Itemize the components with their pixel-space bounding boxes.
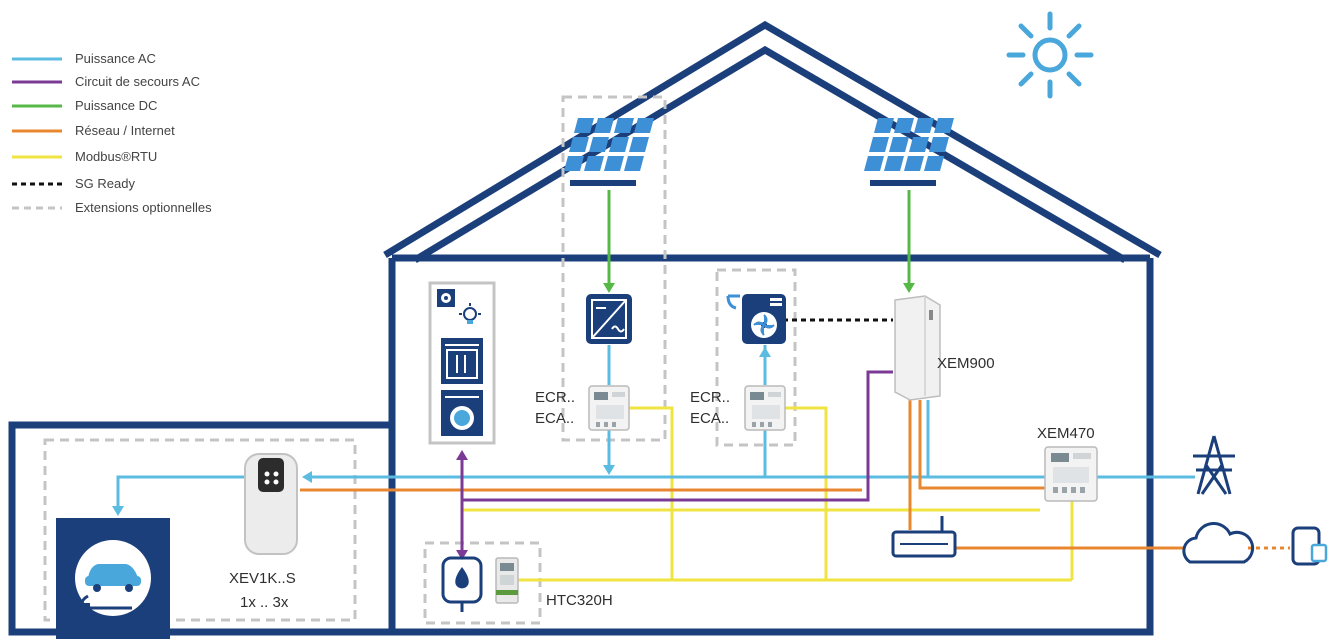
xem900-label: XEM900 — [937, 355, 995, 372]
heat-pump-icon — [726, 294, 786, 344]
legend-label: Modbus®RTU — [75, 149, 157, 164]
legend: Puissance AC Circuit de secours AC Puiss… — [12, 51, 212, 215]
meter-hp-label-ecr: ECR.. — [690, 389, 730, 406]
meter-hp-label-eca: ECA.. — [690, 410, 729, 427]
modbus-wires — [462, 406, 1074, 582]
legend-item-optional: Extensions optionnelles — [12, 200, 212, 215]
legend-item-sg-ready: SG Ready — [12, 176, 135, 191]
legend-label: Puissance DC — [75, 98, 157, 113]
legend-item-modbus: Modbus®RTU — [12, 149, 157, 164]
htc-label: HTC320H — [546, 592, 613, 609]
legend-label: Circuit de secours AC — [75, 74, 200, 89]
energy-manager-icon — [894, 295, 941, 401]
legend-item-ac: Puissance AC — [12, 51, 156, 66]
network-wires — [300, 400, 1290, 550]
meter-icon — [744, 385, 786, 431]
phone-icon — [1291, 526, 1328, 566]
charger-count-label: 1x .. 3x — [240, 594, 289, 611]
ev-car-icon — [56, 518, 170, 639]
legend-label: Puissance AC — [75, 51, 156, 66]
ac-wires — [116, 345, 1195, 508]
htc-module-icon — [495, 557, 519, 604]
ev-charger-icon — [244, 453, 298, 555]
pylon-icon — [1193, 435, 1235, 495]
legend-item-backup: Circuit de secours AC — [12, 74, 200, 89]
cloud-icon — [1182, 522, 1255, 564]
legend-item-dc: Puissance DC — [12, 98, 157, 113]
meter-icon — [588, 385, 630, 431]
meter-icon — [1044, 446, 1098, 502]
sun-icon — [1006, 11, 1094, 99]
backup-arrows — [456, 450, 468, 560]
dc-wires — [607, 190, 911, 285]
ac-arrows — [112, 347, 771, 516]
legend-item-network: Réseau / Internet — [12, 123, 175, 138]
meter-pv-label-eca: ECA.. — [535, 410, 574, 427]
legend-label: Extensions optionnelles — [75, 200, 212, 215]
router-icon — [891, 516, 957, 558]
backup-wires — [460, 370, 893, 552]
inverter-icon — [586, 294, 632, 344]
charger-model-label: XEV1K..S — [229, 570, 296, 587]
legend-label: SG Ready — [75, 176, 135, 191]
dc-arrows — [603, 283, 915, 293]
water-heater-icon — [441, 556, 483, 612]
meter-pv-label-ecr: ECR.. — [535, 389, 575, 406]
optional-extensions — [43, 95, 797, 625]
solar-panel-icon — [564, 118, 654, 186]
xem470-label: XEM470 — [1037, 425, 1095, 442]
appliance-icon — [428, 281, 496, 445]
legend-label: Réseau / Internet — [75, 123, 175, 138]
solar-panel-icon — [864, 118, 954, 186]
house-outline — [8, 20, 1162, 636]
